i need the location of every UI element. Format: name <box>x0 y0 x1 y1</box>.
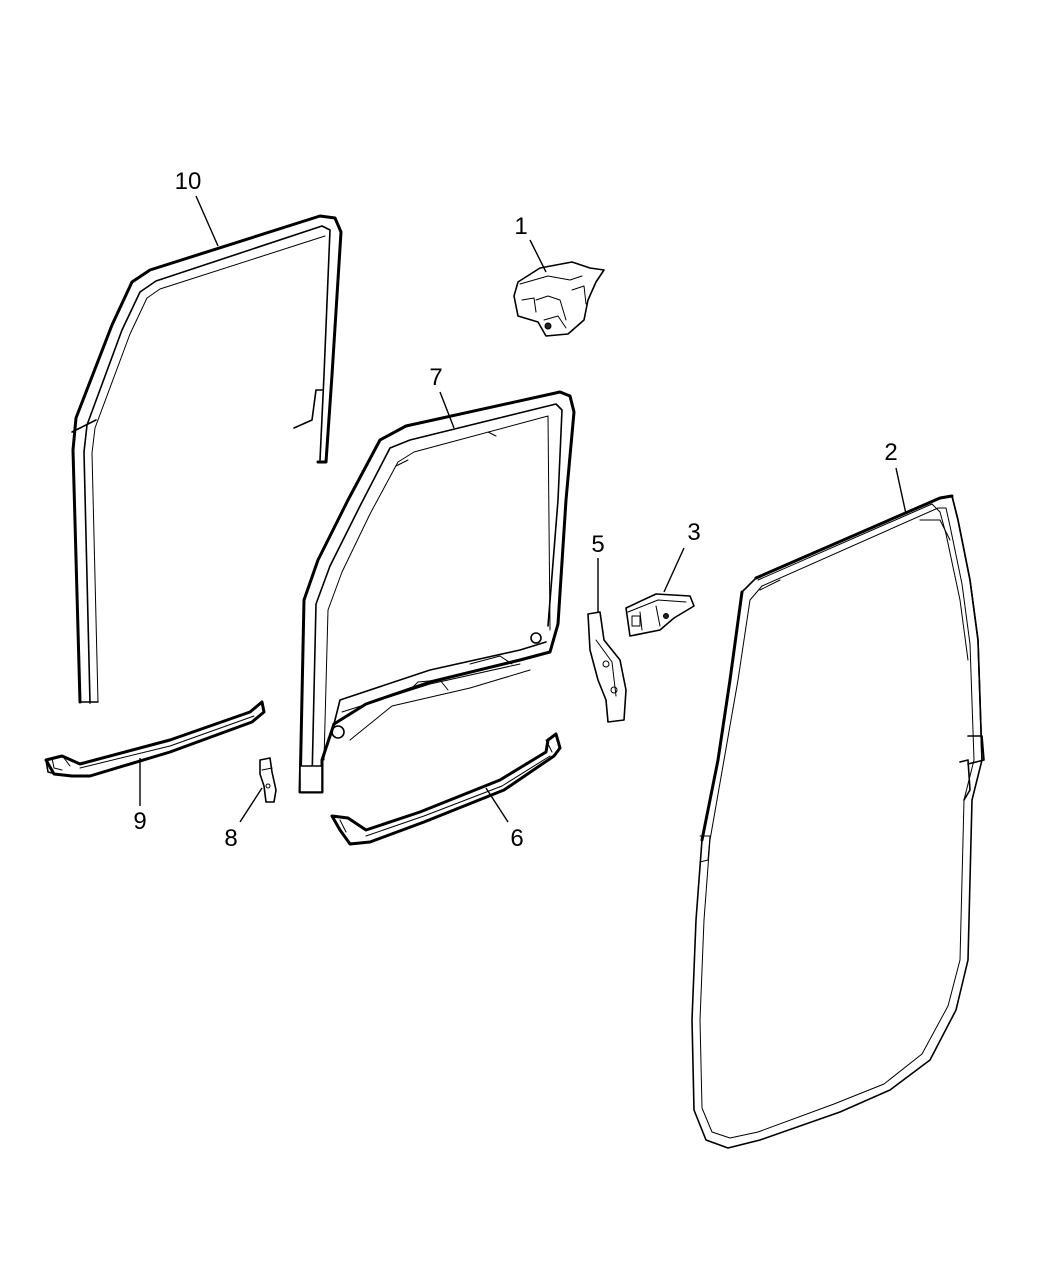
leader-3 <box>663 547 685 593</box>
part-10-door-frame-seal <box>71 214 343 704</box>
callout-9: 9 <box>133 808 146 835</box>
leader-6 <box>485 787 509 823</box>
callout-7: 7 <box>429 364 442 391</box>
part-6-lower-seal <box>330 732 562 846</box>
callout-3: 3 <box>687 519 700 546</box>
part-3-latch <box>625 593 695 637</box>
leader-8 <box>239 787 263 823</box>
callout-6: 6 <box>510 825 523 852</box>
callout-labels: 10 1 7 2 3 5 9 8 6 <box>133 168 897 852</box>
callout-2: 2 <box>884 439 897 466</box>
leader-1 <box>529 239 547 273</box>
part-7-door-frame <box>298 390 576 794</box>
part-8-clip <box>259 757 277 803</box>
leader-2 <box>895 467 907 515</box>
leader-7 <box>439 391 455 429</box>
leader-lines <box>139 195 907 823</box>
callout-10: 10 <box>175 168 202 195</box>
callout-1: 1 <box>514 213 527 240</box>
part-5-pillar-bracket <box>587 611 627 723</box>
part-1-bracket <box>513 261 605 337</box>
part-2-door-opening-seal <box>691 494 985 1149</box>
callout-5: 5 <box>591 531 604 558</box>
part-9-sill-trim <box>44 700 266 778</box>
callout-8: 8 <box>224 825 237 852</box>
leader-10 <box>195 195 219 247</box>
